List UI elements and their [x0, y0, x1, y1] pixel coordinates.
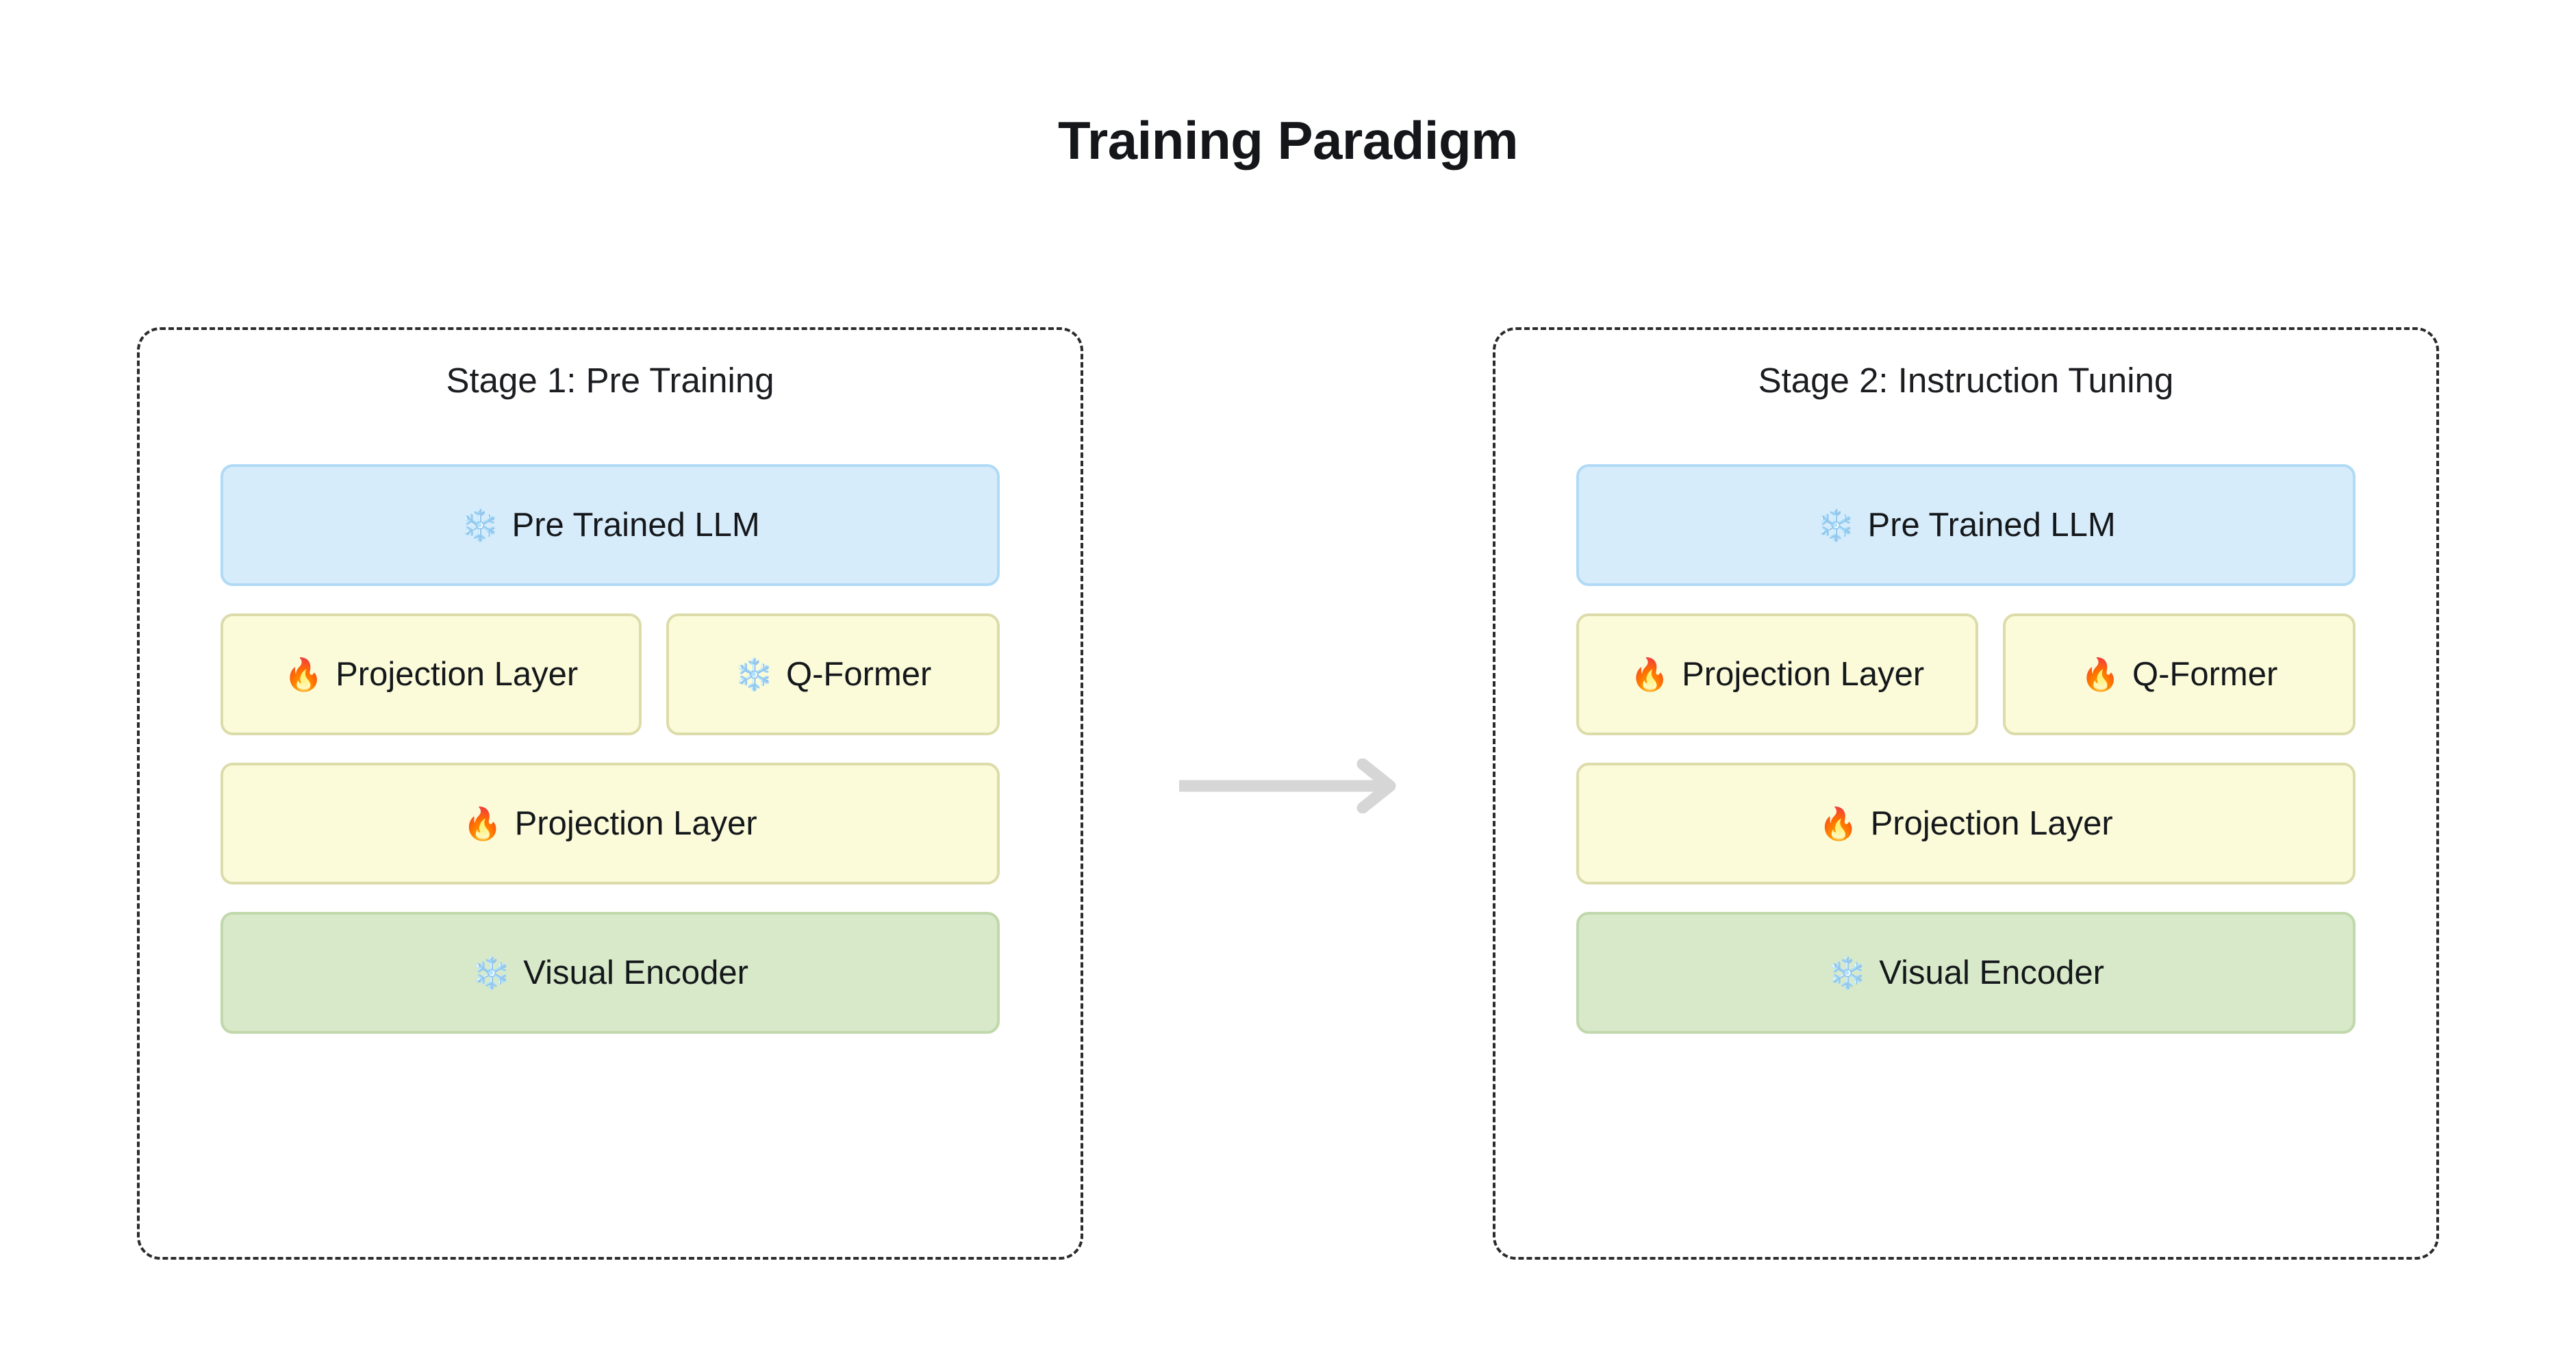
stage-1-blocks: ❄️ Pre Trained LLM 🔥 Projection Layer ❄️… — [220, 464, 1000, 1034]
fire-icon: 🔥 — [2080, 657, 2120, 692]
block-pre-trained-llm[interactable]: ❄️ Pre Trained LLM — [1576, 464, 2356, 586]
block-label: Projection Layer — [336, 656, 579, 693]
block-label: Q-Former — [2132, 656, 2278, 693]
block-label: Projection Layer — [514, 805, 757, 842]
block-label: Visual Encoder — [523, 954, 748, 991]
block-visual-encoder[interactable]: ❄️ Visual Encoder — [1576, 912, 2356, 1034]
arrow-right-icon — [1176, 758, 1402, 814]
block-projection-layer-upper[interactable]: 🔥 Projection Layer — [220, 613, 642, 735]
block-projection-layer-lower[interactable]: 🔥 Projection Layer — [220, 763, 1000, 885]
block-projection-layer-lower[interactable]: 🔥 Projection Layer — [1576, 763, 2356, 885]
block-label: Q-Former — [785, 656, 932, 693]
fire-icon: 🔥 — [283, 657, 324, 692]
snowflake-icon: ❄️ — [472, 955, 512, 991]
block-label: Visual Encoder — [1879, 954, 2104, 991]
block-projection-layer-upper[interactable]: 🔥 Projection Layer — [1576, 613, 1978, 735]
snowflake-icon: ❄️ — [734, 657, 774, 692]
block-pre-trained-llm[interactable]: ❄️ Pre Trained LLM — [220, 464, 1000, 586]
snowflake-icon: ❄️ — [1816, 507, 1856, 543]
snowflake-icon: ❄️ — [460, 507, 500, 543]
stage-panel-1: Stage 1: Pre Training ❄️ Pre Trained LLM… — [137, 327, 1083, 1260]
block-label: Projection Layer — [1682, 656, 1925, 693]
fire-icon: 🔥 — [463, 806, 503, 841]
stage-2-split-row: 🔥 Projection Layer 🔥 Q-Former — [1576, 613, 2356, 735]
block-visual-encoder[interactable]: ❄️ Visual Encoder — [220, 912, 1000, 1034]
block-label: Pre Trained LLM — [1867, 507, 2116, 544]
block-q-former[interactable]: ❄️ Q-Former — [666, 613, 1000, 735]
block-label: Projection Layer — [1870, 805, 2113, 842]
stage-1-title: Stage 1: Pre Training — [446, 361, 774, 400]
stage-2-blocks: ❄️ Pre Trained LLM 🔥 Projection Layer 🔥 … — [1576, 464, 2356, 1034]
stage-1-split-row: 🔥 Projection Layer ❄️ Q-Former — [220, 613, 1000, 735]
block-q-former[interactable]: 🔥 Q-Former — [2003, 613, 2356, 735]
stage-panel-2: Stage 2: Instruction Tuning ❄️ Pre Train… — [1493, 327, 2439, 1260]
stage-2-title: Stage 2: Instruction Tuning — [1758, 361, 2174, 400]
block-label: Pre Trained LLM — [512, 507, 760, 544]
fire-icon: 🔥 — [1819, 806, 1858, 841]
page-title: Training Paradigm — [1058, 110, 1518, 170]
snowflake-icon: ❄️ — [1828, 955, 1867, 991]
fire-icon: 🔥 — [1630, 657, 1670, 692]
